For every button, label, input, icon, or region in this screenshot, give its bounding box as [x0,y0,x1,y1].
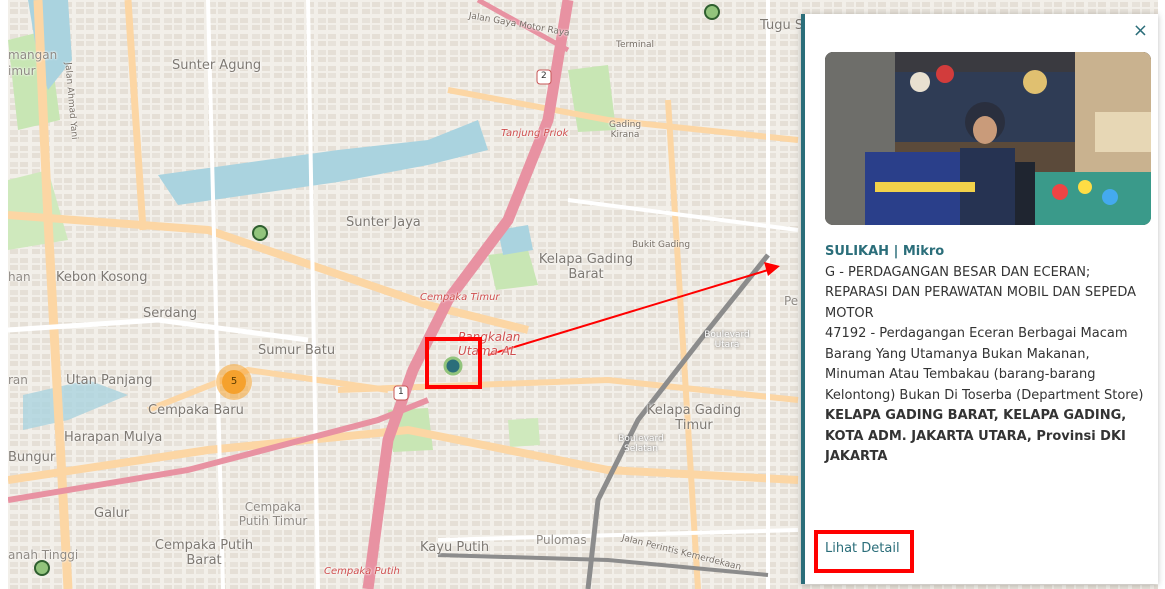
label-kelapa-gading-barat: Kelapa Gading Barat [538,252,634,282]
marker-cluster[interactable]: 5 [222,371,246,393]
business-category: G - PERDAGANGAN BESAR DAN ECERAN; REPARA… [825,264,1137,321]
cluster-count: 5 [230,376,238,387]
label-boulevard-selatan: Boulevard Selatan [618,434,664,454]
label-galur: Galur [94,506,130,521]
label-mangan: mangan [8,48,58,62]
marker-point[interactable] [704,4,720,20]
label-route-2: 2 [541,71,547,81]
marker-point[interactable] [252,225,268,241]
annotation-box-marker [425,337,482,389]
label-serdang: Serdang [143,306,198,321]
label-han: han [8,270,31,284]
label-ran: ran [8,373,28,387]
annotation-box-link [814,530,914,573]
label-bungur: Bungur [8,450,56,465]
lihat-detail-link[interactable]: Lihat Detail [825,541,900,556]
label-tanjung-priok: Tanjung Priok [501,128,569,139]
business-photo [825,52,1151,225]
label-harapan-mulya: Harapan Mulya [64,430,163,445]
label-cempaka-putih-red: Cempaka Putih [324,566,400,577]
label-sumur-batu: Sumur Batu [258,343,336,358]
label-bukit-gading: Bukit Gading [632,240,691,250]
label-sunter-jaya: Sunter Jaya [346,215,421,230]
label-sunter-agung: Sunter Agung [172,58,262,73]
business-subcategory: 47192 - Perdagangan Eceran Berbagai Maca… [825,326,1144,403]
label-utan-panjang: Utan Panjang [66,373,153,388]
info-popup: × [801,14,1158,584]
label-kayu-putih: Kayu Putih [420,540,490,555]
label-terminal: Terminal [616,40,655,50]
label-boulevard-utara: Boulevard Utara [704,330,750,350]
label-pe: Pe [784,294,799,308]
label-tugu-s: Tugu S [760,18,804,33]
business-name: SULIKAH | Mikro [825,244,945,259]
business-address: KELAPA GADING BARAT, KELAPA GADING, KOTA… [825,408,1127,464]
label-pulomas: Pulomas [536,533,587,547]
popup-content: SULIKAH | Mikro G - PERDAGANGAN BESAR DA… [825,242,1151,468]
label-route-1: 1 [398,387,404,397]
label-cempaka-baru: Cempaka Baru [148,403,244,418]
label-cempaka-timur-red: Cempaka Timur [420,292,500,303]
label-tanah-tinggi: anah Tinggi [8,548,79,562]
label-timur: imur [8,64,36,78]
close-icon[interactable]: × [1132,20,1148,41]
label-kebon-kosong: Kebon Kosong [56,270,148,285]
marker-point[interactable] [34,560,50,576]
label-cempaka-putih-barat: Cempaka Putih Barat [154,538,254,568]
label-kelapa-gading-timur: Kelapa Gading Timur [646,403,742,433]
label-gading-kirana: Gading Kirana [608,120,642,140]
label-cempaka-putih-timur: Cempaka Putih Timur [238,500,308,528]
